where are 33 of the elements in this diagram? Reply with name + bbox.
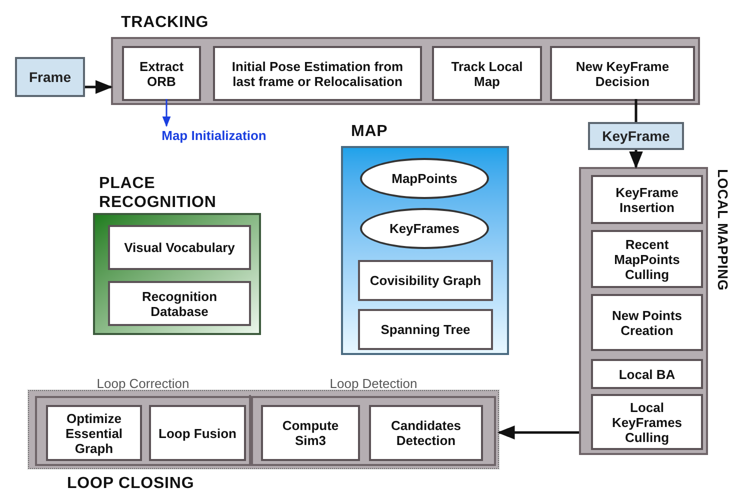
arrow [497, 426, 579, 440]
module-heading: MAP [351, 122, 388, 142]
module-heading: TRACKING [121, 13, 209, 33]
process-box: Visual Vocabulary [108, 225, 251, 270]
process-box: Local BA [591, 359, 703, 389]
arrow [162, 99, 171, 128]
arrow [85, 80, 113, 94]
process-box: Local KeyFrames Culling [591, 394, 703, 450]
process-box: Recent MapPoints Culling [591, 230, 703, 288]
module-heading: Loop Correction [96, 375, 190, 393]
process-box: New Points Creation [591, 294, 703, 351]
process-box: Extract ORB [122, 46, 201, 101]
module-heading: Loop Detection [328, 375, 418, 393]
data-ellipse: KeyFrames [360, 208, 489, 249]
process-box: Recognition Database [108, 281, 251, 326]
data-ellipse: MapPoints [360, 158, 489, 199]
process-box: New KeyFrame Decision [550, 46, 695, 101]
process-box: Optimize Essential Graph [46, 405, 142, 461]
edge-label-text: Map Initialization [134, 126, 294, 146]
process-box: Loop Fusion [149, 405, 246, 461]
process-box: Covisibility Graph [358, 260, 493, 301]
data-box: KeyFrame [588, 122, 684, 150]
module-heading: LOOP CLOSING [67, 474, 194, 490]
process-box: KeyFrame Insertion [591, 175, 703, 224]
module-heading: PLACE RECOGNITION [99, 174, 218, 212]
data-box: Frame [15, 57, 85, 97]
process-box: Track Local Map [432, 46, 542, 101]
process-box: Spanning Tree [358, 309, 493, 350]
process-box: Initial Pose Estimation from last frame or Relocalisation [213, 46, 422, 101]
process-box: Compute Sim3 [261, 405, 360, 461]
module-heading: LOCAL MAPPING [714, 169, 729, 291]
arrow [629, 150, 643, 169]
process-box: Candidates Detection [369, 405, 483, 461]
